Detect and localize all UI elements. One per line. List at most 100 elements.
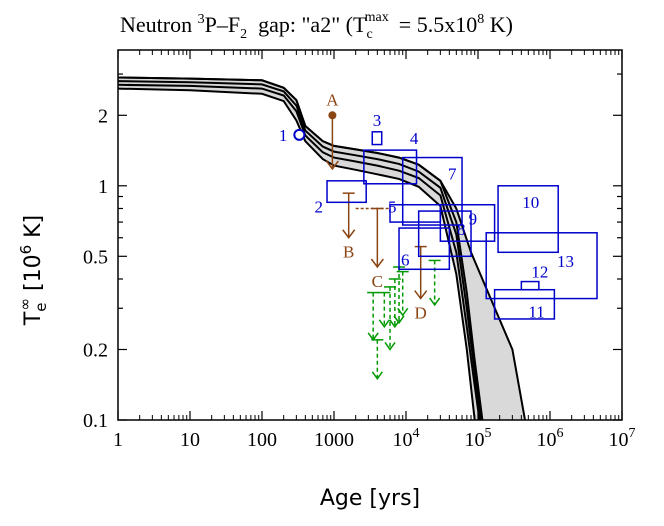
plot-frame (117, 49, 623, 421)
title-tc-sub: c (366, 27, 372, 42)
source-box-4 (363, 149, 418, 185)
title-gap-sub: 2 (240, 27, 247, 42)
cooling-curve-5 (118, 76, 526, 420)
chart-title: Neutron 3P–F2 gap: "a2" (Tcmax= 5.5x108 … (120, 10, 513, 42)
upper-limit-arrow-D (414, 290, 428, 300)
source-9 (439, 203, 496, 242)
x-tick-label-5: 105 (465, 426, 492, 451)
source-label-1: 1 (279, 126, 288, 145)
ylabel-unit-end: K] (21, 215, 46, 245)
ylabel-sup: ∞ (16, 298, 34, 311)
plot-area (118, 76, 598, 420)
upper-limit-label-C: C (372, 272, 383, 291)
x-tick-label-2: 100 (247, 429, 277, 451)
source-10 (497, 185, 559, 254)
upper-limit-arrow-C (370, 258, 384, 269)
upper-limit-label-A: A (326, 90, 339, 109)
green-limit-arrow (384, 342, 396, 351)
green-limit-4 (384, 286, 397, 351)
upper-limit-arrow-B (342, 229, 356, 239)
y-tick-label-2: 0.5 (83, 246, 108, 268)
title-unit: K) (484, 12, 513, 37)
source-box-12 (520, 280, 540, 291)
cooling-curve-3 (118, 83, 481, 420)
source-box-8 (417, 210, 472, 258)
green-limit-1 (367, 291, 380, 342)
source-label-4: 4 (410, 129, 419, 148)
source-1 (293, 128, 306, 141)
source-label-5: 5 (388, 198, 397, 217)
upper-limit-C (355, 207, 390, 269)
title-prefix: Neutron (120, 12, 198, 37)
green-limit-8 (428, 259, 441, 307)
x-axis-label: Age [yrs] (320, 486, 420, 511)
ylabel-main: T (21, 311, 46, 326)
y-tick-label-4: 2 (98, 105, 108, 127)
y-tick-label-0: 0.1 (83, 410, 108, 432)
upper-limit-label-D: D (415, 304, 427, 323)
source-box-2 (326, 180, 367, 204)
source-label-3: 3 (373, 111, 382, 130)
source-label-13: 13 (557, 252, 574, 271)
title-value-sup: 8 (477, 12, 484, 27)
source-2 (326, 180, 367, 204)
source-point-1 (293, 128, 306, 141)
title-tc-sup: max (365, 10, 389, 25)
green-limit-3 (378, 291, 391, 329)
source-7 (401, 156, 463, 226)
source-4 (363, 149, 418, 185)
upper-limit-label-B: B (343, 243, 354, 262)
x-tick-label-7: 107 (609, 426, 636, 451)
y-axis-label: Te∞ [106 K] (16, 215, 50, 326)
title-gap-mid: P–F (205, 12, 240, 37)
title-middle: gap: "a2" (T (247, 12, 367, 37)
green-limit-arrow (429, 297, 441, 307)
source-label-2: 2 (315, 197, 324, 216)
source-label-10: 10 (522, 193, 539, 212)
source-11 (493, 288, 556, 320)
source-label-8: 8 (457, 220, 466, 239)
x-tick-label-6: 106 (537, 426, 564, 451)
green-limit-7 (396, 270, 409, 317)
source-label-11: 11 (528, 303, 544, 322)
source-label-6: 6 (401, 250, 410, 269)
upper-limit-D (414, 245, 428, 300)
source-box-9 (439, 203, 496, 242)
source-box-5 (389, 203, 442, 223)
cooling-band (118, 77, 525, 420)
upper-limit-B (342, 192, 356, 239)
y-tick-label-1: 0.2 (83, 339, 108, 361)
cooling-curve-4 (118, 87, 476, 420)
x-tick-label-4: 104 (393, 426, 420, 451)
source-13 (485, 232, 598, 300)
source-8 (417, 210, 472, 258)
x-tick-label-3: 1000 (314, 429, 354, 451)
source-box-10 (497, 185, 559, 254)
source-5 (389, 203, 442, 223)
upper-limit-arrow-A (325, 160, 339, 171)
ylabel-sub: e (32, 302, 50, 311)
source-box-3 (371, 131, 383, 146)
source-label-12: 12 (531, 263, 548, 282)
source-12 (520, 280, 540, 291)
green-limit-arrow (393, 315, 405, 325)
x-tick-label-0: 1 (113, 429, 123, 451)
source-box-13 (485, 232, 598, 300)
source-3 (371, 131, 383, 146)
source-label-9: 9 (469, 210, 478, 229)
green-limit-2 (371, 339, 384, 381)
source-box-6 (398, 227, 451, 271)
upper-limit-A (325, 111, 339, 171)
x-tick-label-1: 10 (180, 429, 200, 451)
ylabel-unit: [10 (21, 254, 46, 298)
source-box-11 (493, 288, 556, 320)
title-gap-sup: 3 (198, 12, 205, 27)
source-box-7 (401, 156, 463, 226)
ylabel-unit-sup: 6 (17, 245, 35, 255)
cooling-curve-2 (118, 80, 482, 420)
green-limit-arrow (371, 371, 383, 381)
source-label-7: 7 (448, 165, 457, 184)
